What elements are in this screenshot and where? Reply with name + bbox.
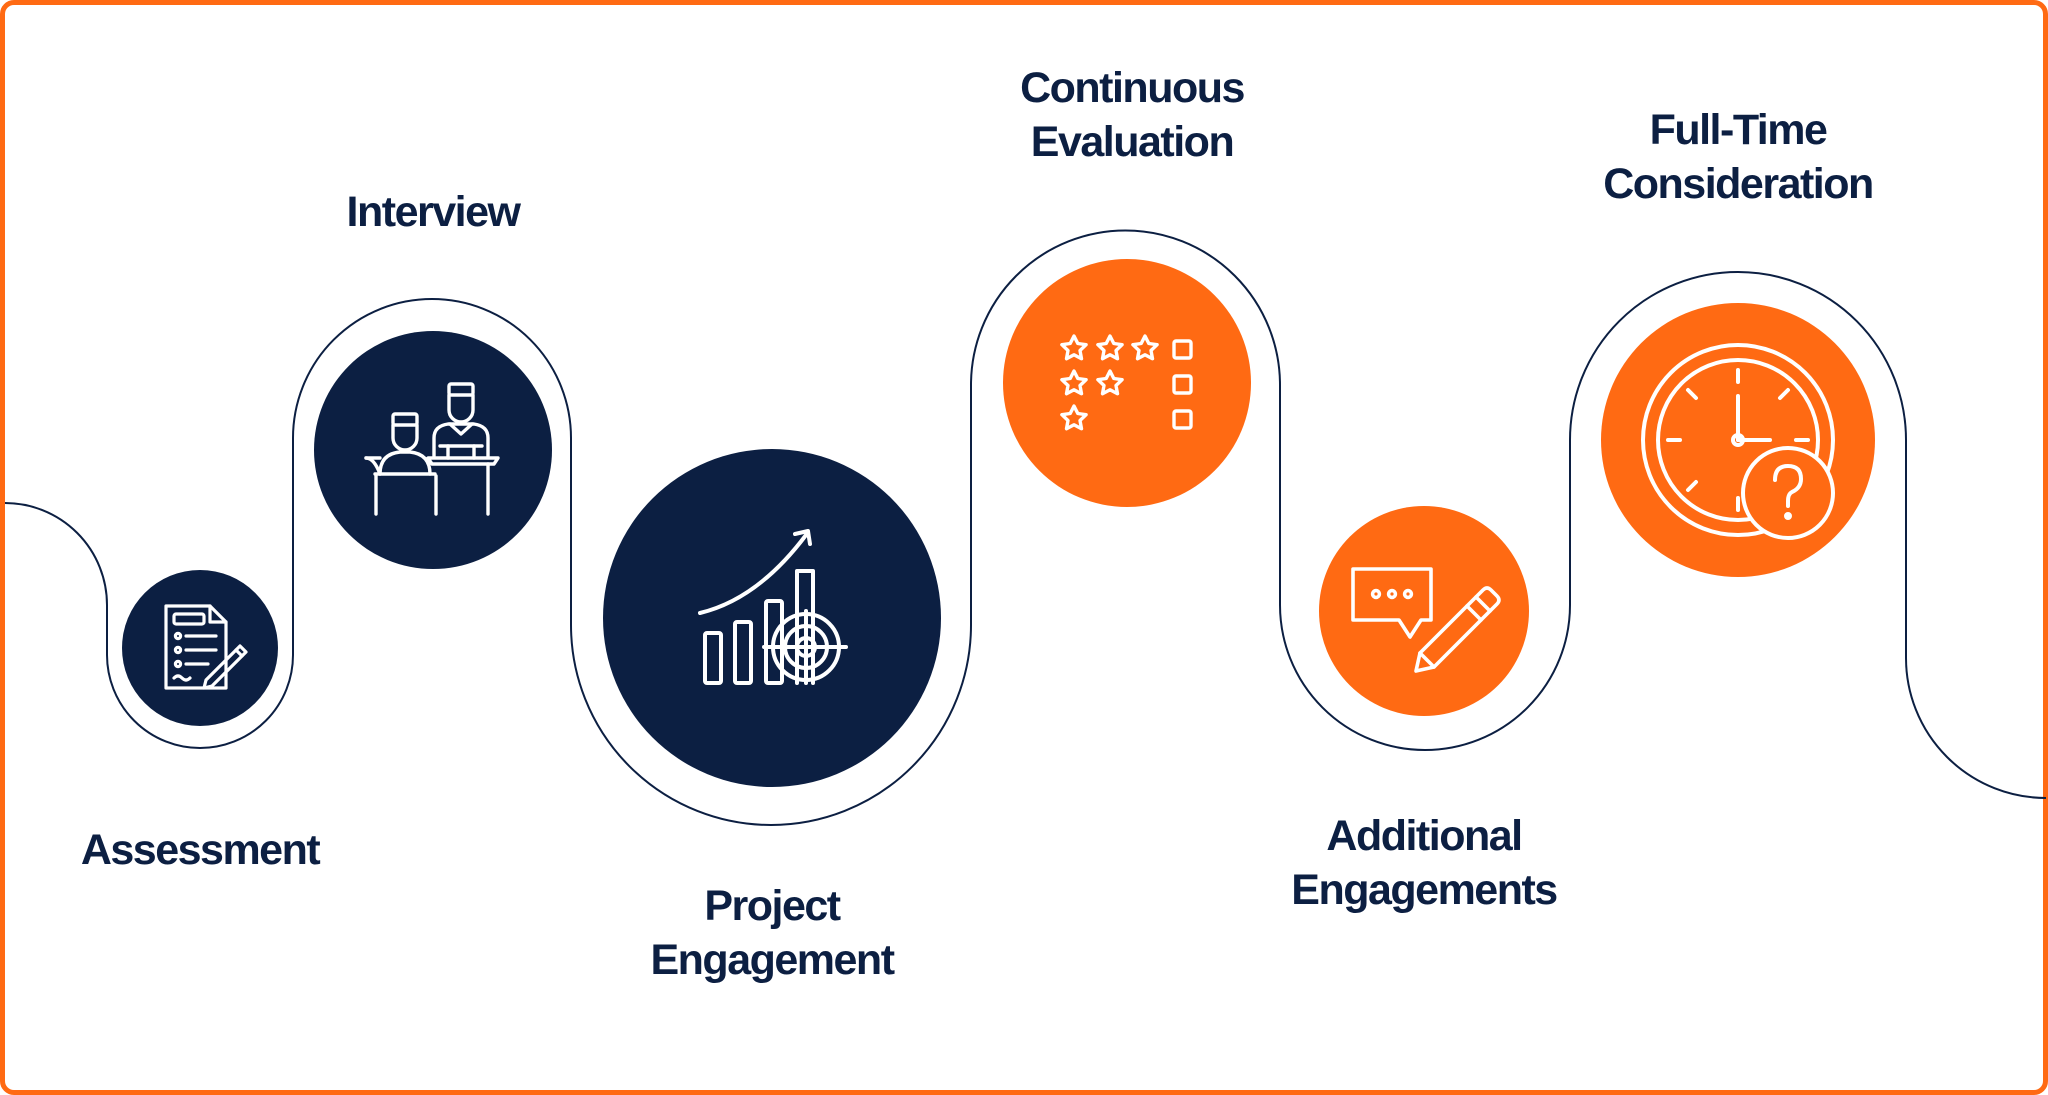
checkbox [1172,339,1193,360]
growth-chart-target-icon [698,529,848,685]
additional-engagements-circle [1319,506,1529,716]
interview-people-desk-icon [364,382,500,516]
step-label-continuous-evaluation: Continuous Evaluation [1020,64,1245,166]
project-engagement-circle [603,449,941,787]
document-checklist-pen-icon [164,604,248,690]
rating-star [1060,404,1088,431]
checkbox [1172,374,1193,395]
checkbox [1172,409,1193,430]
step-label-full-time-consideration: Full-Time Consideration [1603,106,1874,208]
flow-connector-path [4,229,2047,826]
rating-star [1060,334,1088,361]
step-label-project-engagement: Project Engagement [650,882,895,984]
continuous-evaluation-circle [1003,259,1251,507]
rating-star [1096,334,1124,361]
step-label-additional-engagements: Additional Engagements [1291,812,1558,914]
rating-star [1131,334,1159,361]
rating-star [1096,369,1124,396]
step-label-interview: Interview [346,188,521,236]
star-rating-checklist-icon [1060,334,1193,431]
step-label-assessment: Assessment [80,826,321,874]
clock-question-icon [1641,343,1835,540]
rating-star [1060,369,1088,396]
assessment-circle [122,570,278,726]
chat-bubble-pencil-icon [1351,567,1501,673]
